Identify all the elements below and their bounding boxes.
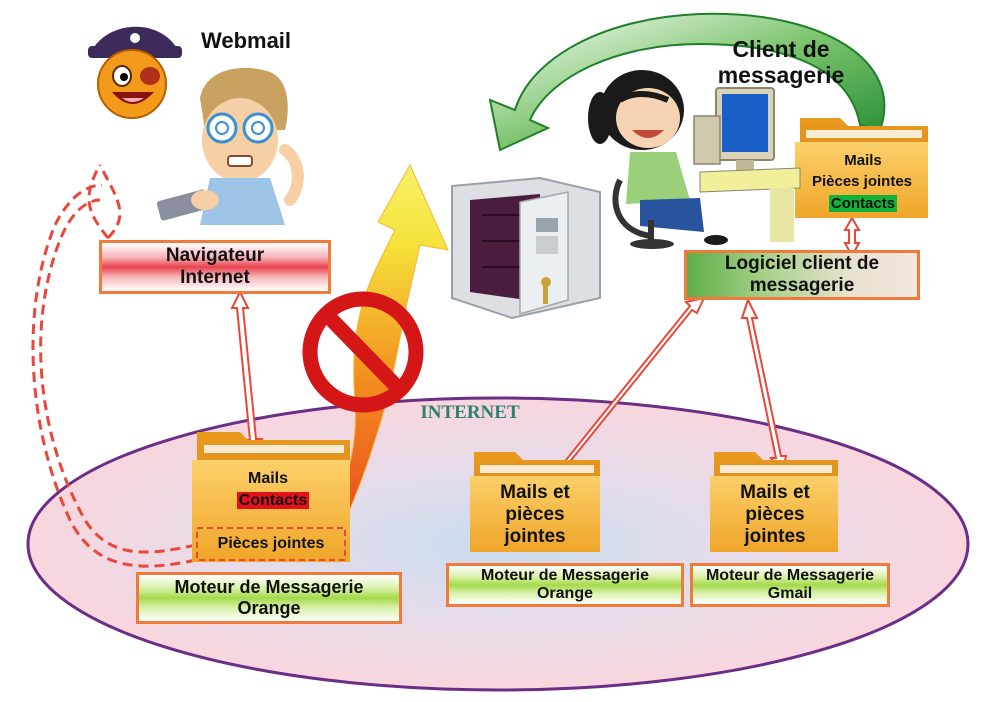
folder-client-mails: Mails <box>844 152 882 169</box>
moteur-orange-mid-label: Moteur de Messagerie Orange <box>480 566 650 602</box>
folder-icon <box>710 452 838 552</box>
client-title: Client de messagerie <box>717 36 845 89</box>
moteur-gmail-label: Moteur de Messagerie Gmail <box>705 566 875 602</box>
safe-icon <box>451 176 601 320</box>
folder-left-pieces: Pièces jointes <box>217 535 325 552</box>
folder-mid-text: Mails et pièces jointes <box>500 482 570 547</box>
moteur-orange-left-label: Moteur de Messagerie Orange <box>174 577 364 618</box>
folder-client-pieces: Pièces jointes <box>811 173 913 190</box>
prohibited-icon <box>302 291 424 413</box>
folder-client-contacts: Contacts <box>810 195 916 212</box>
folder-icon <box>470 452 600 552</box>
logiciel-client-box: Logiciel client de messagerie <box>684 250 920 300</box>
moteur-orange-left-box: Moteur de Messagerie Orange <box>136 572 402 624</box>
dashed-access-arrow <box>31 164 197 568</box>
folder-right-text: Mails et pièces jointes <box>740 482 810 547</box>
stressed-user-icon <box>156 67 304 225</box>
navigateur-internet-label: Navigateur Internet <box>165 245 265 288</box>
folder-left-contacts: Contacts <box>218 492 328 510</box>
folder-left-mails: Mails <box>247 470 288 487</box>
pirate-emoji-icon <box>88 26 182 119</box>
folder-left-contacts-text: Contacts <box>236 492 310 509</box>
folder-client-contacts-text: Contacts <box>828 195 898 212</box>
moteur-gmail-box: Moteur de Messagerie Gmail <box>690 563 890 607</box>
green-curved-arrow <box>488 12 886 152</box>
girl-at-computer-icon <box>588 70 801 249</box>
webmail-title: Webmail <box>200 28 292 53</box>
navigateur-internet-box: Navigateur Internet <box>99 240 331 294</box>
logiciel-client-label: Logiciel client de messagerie <box>724 253 880 296</box>
folder-icon <box>795 118 928 218</box>
internet-label: INTERNET <box>420 402 520 423</box>
moteur-orange-mid-box: Moteur de Messagerie Orange <box>446 563 684 607</box>
